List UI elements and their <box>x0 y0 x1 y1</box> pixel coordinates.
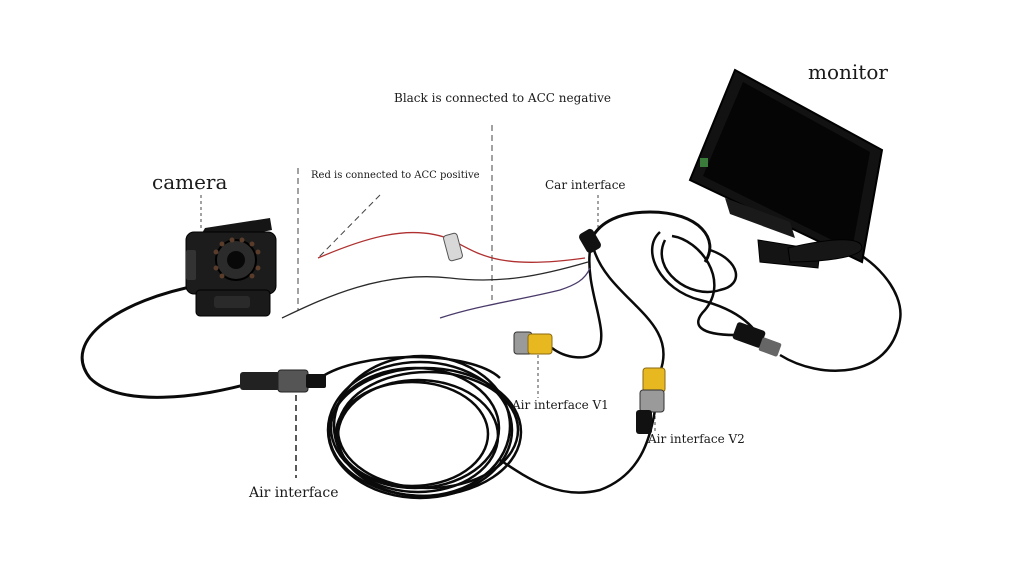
car-interface-cable <box>590 210 712 263</box>
label-red-acc: Red is connected to ACC positive <box>311 170 480 181</box>
black-wire <box>281 261 589 319</box>
label-camera: camera <box>152 170 228 194</box>
label-air-interface: Air interface <box>249 485 339 501</box>
label-air-interface-v2: Air interface V2 <box>648 432 745 446</box>
harness-to-v1 <box>551 249 603 359</box>
label-air-interface-v1: Air interface V1 <box>512 398 609 412</box>
air-interface-v2-connector <box>636 367 666 434</box>
air-interface-v1-connector <box>513 331 553 355</box>
monitor-device <box>688 68 884 269</box>
harness-junction <box>579 228 601 254</box>
guide-line-red-diag <box>317 194 381 259</box>
harness-to-v2 <box>592 249 665 373</box>
camera-device <box>185 218 277 317</box>
label-black-acc: Black is connected to ACC negative <box>394 91 611 105</box>
camera-cable <box>80 283 256 399</box>
air-interface-connector <box>240 369 326 393</box>
inline-fuse <box>443 232 463 262</box>
coiled-cable <box>319 354 657 500</box>
label-monitor: monitor <box>808 60 888 84</box>
purple-wire <box>439 267 591 319</box>
monitor-power-connector <box>732 322 782 357</box>
label-car-interface: Car interface <box>545 178 626 192</box>
